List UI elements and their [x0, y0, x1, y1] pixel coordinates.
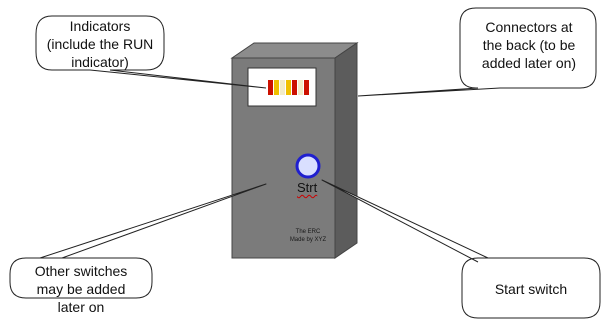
callout-line: (include the RUN [46, 36, 154, 52]
callout-indicators-bubble [35, 15, 267, 89]
maker-label: The ERC Made by XYZ [278, 228, 338, 244]
indicator-light [304, 80, 309, 95]
indicator-light [298, 80, 303, 95]
callout-other-switches-text: Other switches may be added later on [12, 262, 150, 316]
callout-line: Start switch [494, 281, 568, 297]
callout-line: indicator) [71, 54, 129, 70]
start-switch-label: Strt [297, 180, 318, 195]
indicator-light [286, 80, 291, 95]
callout-line: Indicators [69, 18, 131, 34]
callout-connectors-text: Connectors at the back (to be added late… [462, 18, 596, 72]
callout-indicators-text: Indicators (include the RUN indicator) [40, 17, 160, 71]
maker-line: Made by XYZ [289, 237, 327, 243]
callout-line: added later on) [481, 55, 577, 71]
indicator-light [280, 80, 285, 95]
callout-line: may be added [36, 281, 126, 297]
indicator-light [292, 80, 297, 95]
callout-start-switch-bubble [321, 179, 601, 319]
callout-line: Connectors at [485, 19, 573, 35]
callout-start-switch-text: Start switch [464, 280, 598, 298]
callout-other-switches-bubble [9, 183, 267, 299]
callout-line: later on [57, 299, 105, 315]
callout-line: Other switches [34, 263, 128, 279]
indicator-light [274, 80, 279, 95]
start-switch-button[interactable] [295, 153, 321, 179]
callout-connectors-bubble [357, 7, 597, 97]
callout-line: the back (to be [482, 37, 576, 53]
maker-line: The ERC [295, 229, 321, 235]
indicator-light [268, 80, 273, 95]
case-side-face [334, 42, 358, 259]
